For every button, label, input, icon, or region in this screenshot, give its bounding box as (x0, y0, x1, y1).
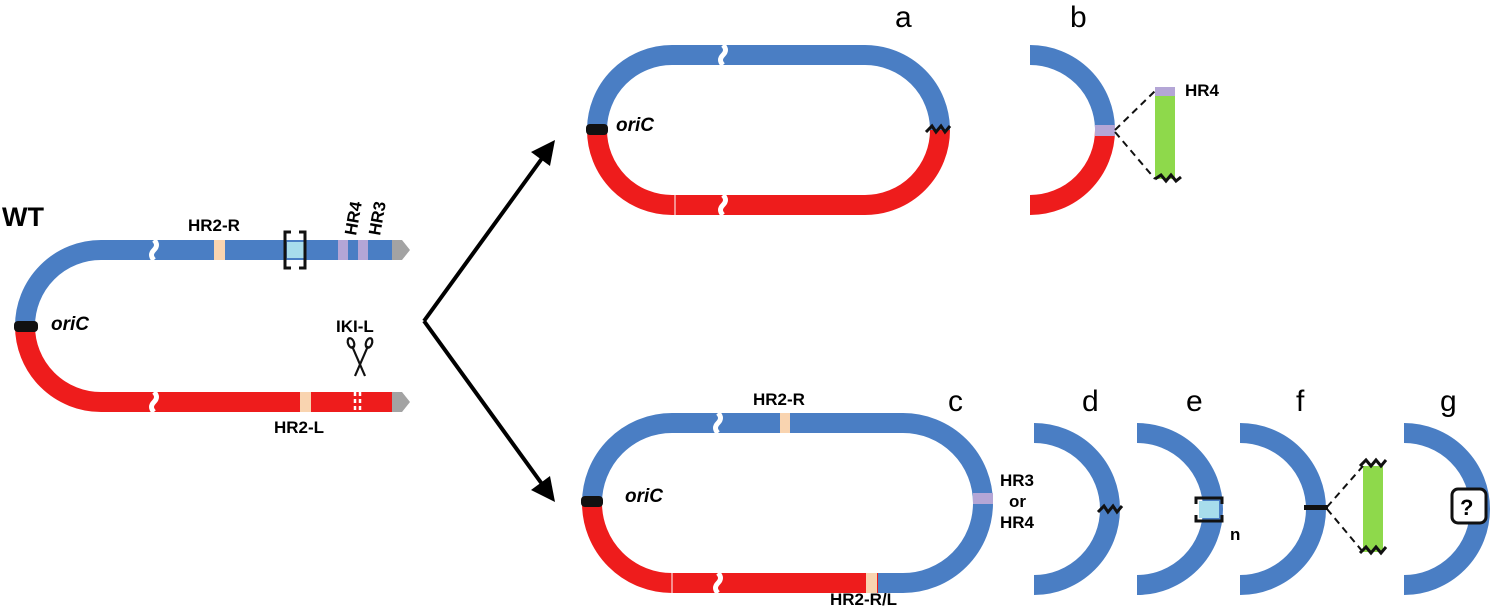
c-hr4-label: HR4 (1000, 513, 1035, 532)
wt-oric-label: oriC (51, 314, 89, 335)
f-dashed-top (1326, 465, 1364, 508)
wt-hr3-label: HR3 (365, 200, 390, 237)
jagged-end-icon (924, 123, 952, 135)
wt-insert-box (287, 242, 304, 258)
break-gap-icon (149, 238, 159, 262)
panel-c-letter: c (948, 385, 963, 418)
c-hr2-rl-site (866, 573, 877, 593)
c-hr2-r-site (780, 413, 790, 433)
panel-g-letter: g (1440, 385, 1457, 418)
scissors-icon (346, 337, 374, 377)
wt-insert-bracket-right (299, 230, 307, 270)
panel-b: b HR4 (1029, 1, 1220, 215)
wt-hr2-r-label: HR2-R (188, 216, 240, 235)
f-green-fragment (1363, 466, 1383, 552)
a-oric-label: oriC (616, 115, 654, 136)
e-insert-bracket-top (1194, 496, 1224, 504)
wt-origin-marker (14, 321, 38, 332)
panel-a-letter: a (895, 1, 912, 34)
b-hr4-site (1095, 125, 1115, 136)
c-hr3-label: HR3 (1000, 471, 1034, 490)
wt-insert-bracket-left (283, 230, 291, 270)
e-n-label: n (1230, 525, 1240, 544)
c-origin-marker (581, 496, 603, 507)
break-gap-icon (713, 571, 723, 595)
break-gap-icon (718, 43, 728, 67)
arrow-head-c (531, 476, 555, 502)
wt-chromosome: WT oriC HR2-R HR4 HR3 IKI-L HR2-L (2, 199, 410, 437)
c-hr3-hr4-site (973, 493, 993, 504)
wt-hr2-l-label: HR2-L (274, 418, 324, 437)
panel-d: d (1033, 385, 1124, 595)
panel-f-letter: f (1296, 385, 1305, 418)
b-green-hr4-cap (1155, 87, 1175, 96)
wt-red-arm (15, 325, 392, 412)
f-dashed-bottom (1326, 508, 1364, 553)
a-red-arm (587, 129, 950, 215)
c-hr2-r-label: HR2-R (753, 390, 805, 409)
wt-hr4-site (338, 240, 348, 260)
a-blue-arm (587, 45, 950, 131)
b-dashed-top (1114, 90, 1156, 131)
jagged-end-icon (1358, 457, 1388, 469)
panel-f: f (1239, 385, 1388, 595)
e-insert-box (1199, 501, 1219, 518)
b-dashed-bottom (1114, 131, 1156, 180)
arrow-to-c (422, 319, 544, 486)
jagged-end-icon (1358, 544, 1388, 556)
b-hr4-label: HR4 (1185, 81, 1220, 100)
question-box-icon (1450, 487, 1488, 525)
c-red-arm (582, 502, 903, 593)
arrow-head-a (531, 140, 555, 166)
panel-b-letter: b (1070, 1, 1087, 34)
wt-label: WT (2, 202, 44, 232)
panel-c: c oriC HR2-R HR2-R/L HR3 or HR4 (581, 385, 1035, 609)
c-or-label: or (1009, 492, 1026, 511)
wt-hr4-label: HR4 (341, 199, 366, 236)
wt-terminus-tip-top (392, 240, 410, 260)
a-origin-marker (586, 124, 608, 135)
wt-blue-arm (15, 240, 392, 327)
panel-g: g ? (1403, 385, 1490, 595)
d-blue-arc (1033, 423, 1120, 595)
break-gap-icon (149, 390, 159, 414)
wt-hr3-site (358, 240, 368, 260)
e-insert-bracket-bottom (1194, 515, 1224, 523)
panel-d-letter: d (1082, 385, 1099, 418)
b-blue-arc (1029, 45, 1115, 131)
break-gap-icon (718, 193, 728, 217)
question-mark-text: ? (1460, 495, 1473, 520)
b-green-fragment (1155, 91, 1175, 179)
c-hr2-rl-label: HR2-R/L (830, 590, 897, 609)
panel-e: e n (1136, 385, 1240, 595)
wt-hr2-r-site (214, 240, 225, 260)
arrow-to-a (422, 155, 545, 323)
panel-e-letter: e (1186, 385, 1203, 418)
wt-terminus-tip-bottom (392, 392, 410, 412)
wt-hr2-l-site (300, 392, 311, 412)
c-oric-label: oriC (625, 486, 663, 507)
panel-a: a oriC (586, 1, 952, 217)
branch-arrows (422, 140, 555, 502)
b-red-arc (1029, 129, 1115, 215)
jagged-end-icon (1154, 172, 1182, 184)
jagged-end-icon (1096, 503, 1124, 515)
f-junction-marker (1304, 505, 1328, 510)
break-gap-icon (713, 411, 723, 435)
c-blue-lower-return (878, 502, 993, 593)
iki-l-label: IKI-L (336, 317, 374, 336)
